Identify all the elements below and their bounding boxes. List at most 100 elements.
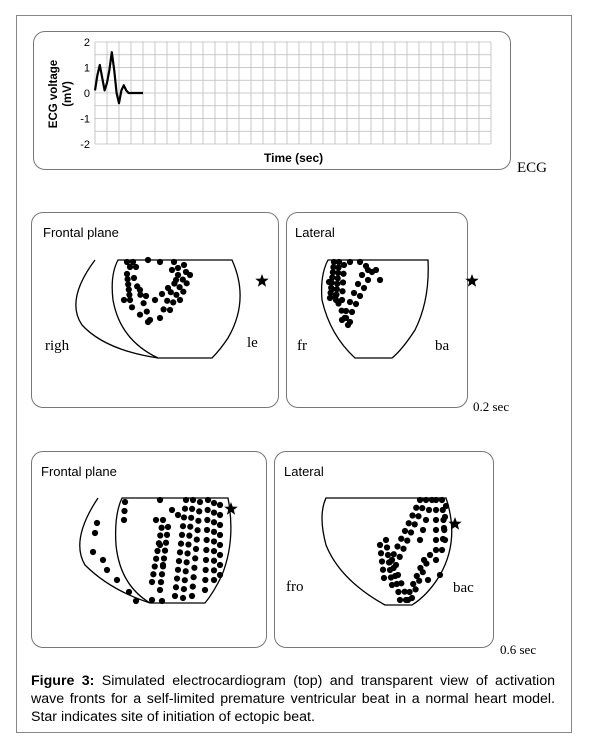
wavefront-dot	[136, 286, 144, 294]
wavefront-dot	[125, 286, 132, 293]
wavefront-dot	[358, 271, 366, 279]
wavefront-dot	[376, 276, 384, 284]
wavefront-dot	[333, 286, 340, 293]
ecg-ytick-label: -1	[80, 114, 90, 126]
row1-lateral-right-label: ba	[435, 338, 450, 354]
r1-lateral-heart-outline	[320, 259, 429, 359]
wavefront-dot	[148, 578, 156, 586]
wavefront-dot	[166, 306, 174, 314]
wavefront-dot	[178, 531, 186, 539]
wavefront-dot	[388, 581, 396, 589]
wavefront-dot	[163, 531, 171, 538]
wavefront-dot	[132, 597, 140, 605]
wavefront-dot	[216, 571, 224, 579]
wavefront-dot	[325, 278, 333, 286]
wavefront-dot	[404, 537, 411, 544]
r2-lateral-heart-outline	[321, 497, 453, 606]
wavefront-dot	[173, 575, 181, 582]
wavefront-dot	[335, 264, 342, 271]
row1-frontal-title: Frontal plane	[43, 225, 119, 240]
wavefront-dot	[184, 550, 191, 557]
wavefront-dot	[191, 564, 198, 571]
ecg-ytick-label: 0	[84, 88, 90, 100]
wavefront-dot	[422, 516, 430, 524]
wavefront-dot	[153, 555, 160, 562]
wavefront-dot	[192, 555, 199, 562]
ecg-ytick-label: 1	[84, 63, 90, 75]
wavefront-dot	[180, 288, 187, 295]
wavefront-dot	[364, 276, 372, 284]
wavefront-dot	[170, 299, 177, 306]
wavefront-dot	[438, 546, 446, 554]
wavefront-dot	[432, 496, 440, 504]
wavefront-dot	[193, 536, 200, 543]
caption-label: Figure 3:	[31, 673, 95, 689]
figure-frame	[16, 15, 572, 733]
wavefront-dot	[93, 519, 101, 527]
wavefront-dot	[398, 580, 405, 587]
wavefront-dot	[413, 572, 420, 580]
caption-text: Simulated electrocardiogram (top) and tr…	[31, 673, 555, 725]
wavefront-dot	[395, 588, 402, 596]
wavefront-dot	[416, 496, 424, 504]
wavefront-dot	[204, 516, 211, 524]
wavefront-dot	[179, 276, 186, 283]
r2-frontal-heart-outline	[114, 497, 232, 604]
wavefront-dot	[159, 561, 167, 569]
wavefront-dot	[174, 264, 182, 272]
ecg-ytick-label: -2	[80, 139, 90, 151]
wavefront-dot	[174, 511, 182, 519]
wavefront-dot	[393, 580, 400, 588]
ecg-trace-line	[93, 51, 143, 105]
wavefront-dot	[168, 506, 176, 514]
wavefront-dot	[152, 516, 160, 524]
row2-lateral-right-label: bac	[453, 580, 474, 596]
wavefront-dot	[334, 280, 341, 287]
wavefront-dot	[432, 516, 440, 524]
wavefront-dot	[390, 564, 397, 572]
wavefront-dot	[417, 564, 424, 572]
wavefront-dot	[143, 308, 150, 315]
wavefront-dot	[210, 538, 218, 545]
wavefront-dot	[405, 520, 412, 527]
wavefront-dot	[202, 566, 209, 574]
wavefront-dot	[182, 496, 190, 504]
wavefront-dot	[340, 270, 347, 277]
wavefront-dot	[424, 576, 432, 584]
wavefront-dot	[440, 524, 448, 532]
r1-frontal-outer-outline	[75, 259, 159, 359]
wavefront-dot	[129, 258, 137, 266]
wavefront-dot	[216, 541, 224, 549]
wavefront-dot	[432, 556, 440, 564]
wavefront-dot	[180, 585, 188, 593]
wavefront-dot	[173, 291, 180, 298]
wavefront-dot	[216, 521, 224, 529]
wavefront-dot	[180, 514, 188, 521]
wavefront-dot	[181, 505, 189, 512]
wavefront-dot	[157, 532, 164, 539]
wavefront-dot	[210, 548, 218, 555]
wavefront-dot	[154, 547, 161, 555]
wavefront-dot	[356, 292, 364, 300]
wavefront-dot	[140, 300, 147, 307]
wavefront-dot	[181, 577, 188, 584]
wavefront-dot	[157, 579, 165, 586]
row1-lateral-panel	[286, 212, 468, 408]
wavefront-dot	[201, 586, 209, 594]
row2-lateral-left-label: fro	[286, 579, 304, 595]
wavefront-dot	[158, 571, 166, 578]
wavefront-dot	[162, 539, 170, 546]
wavefront-dot	[126, 296, 134, 304]
wavefront-dot	[164, 284, 172, 292]
wavefront-dot	[148, 596, 156, 604]
wavefront-dot	[326, 294, 334, 302]
wavefront-dot	[346, 258, 354, 266]
wavefront-dot	[342, 314, 350, 322]
wavefront-dot	[432, 546, 440, 554]
wavefront-dot	[216, 501, 224, 509]
wavefront-dot	[350, 289, 358, 297]
wavefront-dot	[210, 557, 218, 564]
wavefront-dot	[441, 513, 449, 521]
wavefront-dot	[394, 543, 401, 550]
wavefront-dot	[383, 544, 391, 551]
